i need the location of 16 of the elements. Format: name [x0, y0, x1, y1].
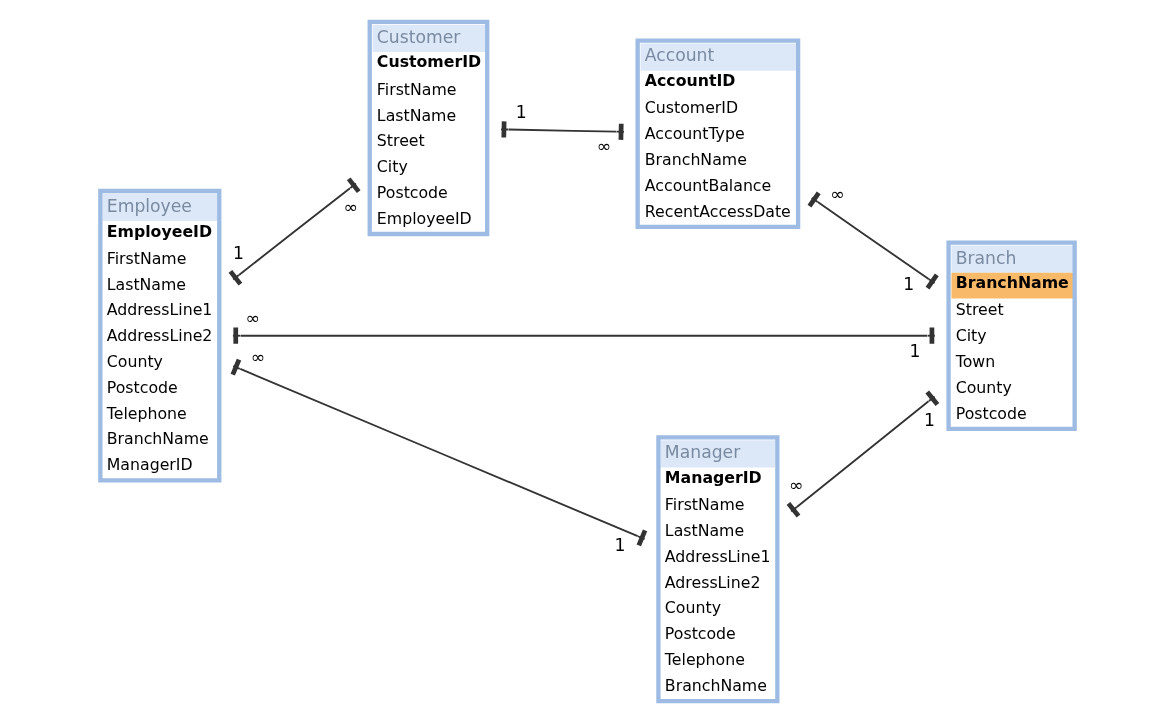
connector	[228, 177, 361, 286]
label: ∞	[244, 307, 260, 328]
label: 1	[902, 273, 914, 294]
connector	[807, 191, 939, 290]
label: 1	[232, 242, 244, 263]
label: 1	[923, 410, 935, 431]
label: 1	[515, 101, 527, 122]
label: 1	[613, 535, 625, 556]
label: 1	[909, 340, 920, 361]
label: ∞	[788, 474, 803, 495]
label: ∞	[829, 183, 845, 204]
connector	[786, 390, 939, 518]
connector	[230, 358, 647, 547]
label: ∞	[250, 346, 265, 367]
label: ∞	[596, 136, 611, 157]
label: ∞	[342, 197, 358, 218]
